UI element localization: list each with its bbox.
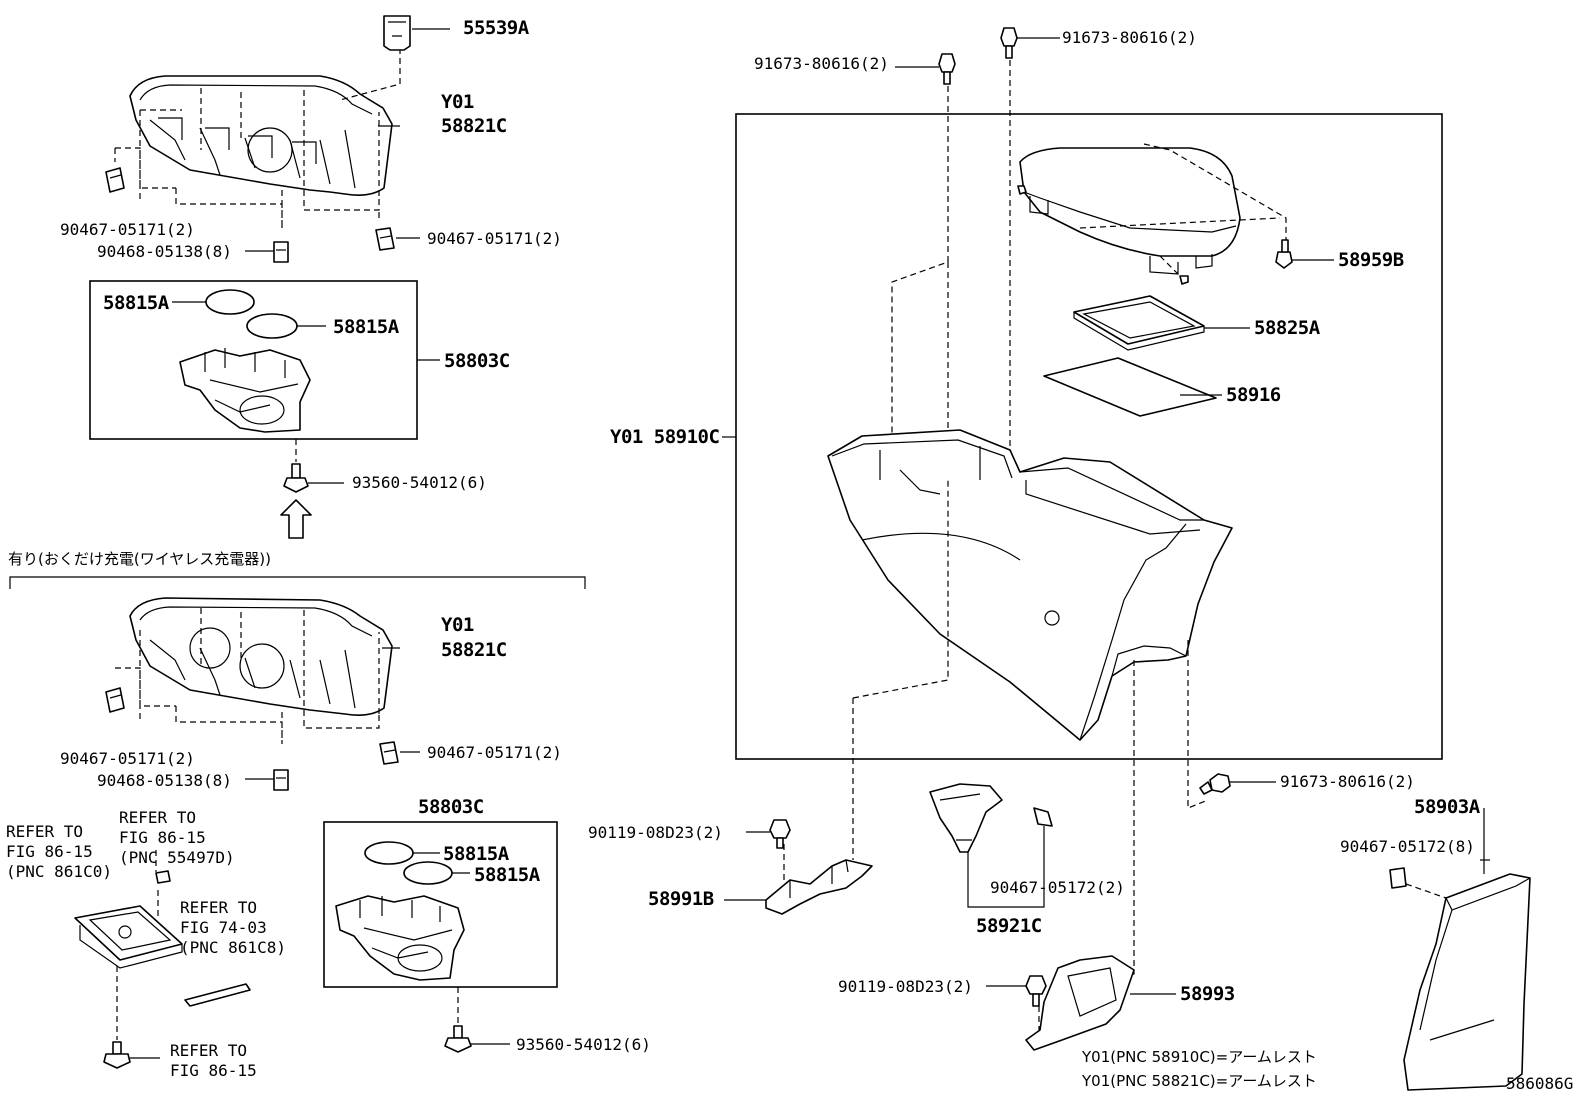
mat-58916 <box>1043 357 1217 417</box>
label-58803c-a: 58803C <box>444 350 510 372</box>
bracket-58921c <box>967 826 1045 908</box>
label-58825a: 58825A <box>1254 317 1320 339</box>
console-cover-panel-bottom <box>129 597 393 716</box>
label-note-58910c: Y01(PNC 58910C)=アームレスト <box>1082 1048 1317 1066</box>
ring-58815a-4 <box>403 861 453 885</box>
label-58993: 58993 <box>1180 983 1235 1005</box>
leaders-clips-bottom <box>245 751 420 780</box>
clip-90467-5172-8 <box>1389 867 1407 889</box>
lid-screw-b <box>1179 275 1189 285</box>
console-body-58910c <box>827 429 1233 741</box>
label-58815a-3: 58815A <box>443 843 509 865</box>
label-58959b: 58959B <box>1338 249 1404 271</box>
label-58916: 58916 <box>1226 384 1281 406</box>
clip-90467-bl <box>105 687 125 713</box>
panel-58921c <box>929 783 1003 853</box>
switch-55539a <box>383 15 411 51</box>
label-58815a-2: 58815A <box>333 316 399 338</box>
lid-screw-a <box>1017 185 1027 195</box>
label-55539a: 55539A <box>463 17 529 39</box>
label-58803c-b: 58803C <box>418 796 484 818</box>
bolt-90119-b <box>1025 975 1047 1007</box>
label-58821c-a: 58821C <box>441 115 507 137</box>
clip-90468-b <box>273 769 289 791</box>
side-panel-58903a <box>1403 873 1531 1091</box>
up-arrow-icon <box>280 499 312 539</box>
tray-58825a <box>1073 295 1205 351</box>
ring-58815a-1 <box>205 289 255 315</box>
armrest-lid <box>1019 147 1241 275</box>
bolt-91673-r <box>1000 27 1018 59</box>
label-93560-a: 93560-54012(6) <box>352 473 487 492</box>
label-y01-a: Y01 <box>441 91 474 113</box>
label-91673-b: 91673-80616(2) <box>1280 772 1415 791</box>
console-cover-panel-top <box>129 75 393 196</box>
label-90467-br: 90467-05171(2) <box>427 743 562 762</box>
label-note-58821c: Y01(PNC 58821C)=アームレスト <box>1082 1072 1317 1090</box>
screw-charger <box>103 1041 131 1069</box>
label-90119-a: 90119-08D23(2) <box>588 823 723 842</box>
label-refer-86-15-55497d: REFER TO FIG 86-15 (PNC 55497D) <box>119 808 235 867</box>
ring-58815a-2 <box>246 313 298 339</box>
label-90468-b: 90468-05138(8) <box>97 771 232 790</box>
leaders-58991b <box>783 480 949 880</box>
leaders-cover-bottom <box>115 608 380 744</box>
figure-id: 586086G <box>1506 1074 1574 1093</box>
label-91673-l: 91673-80616(2) <box>754 54 889 73</box>
leaders-lid <box>1079 143 1287 277</box>
cup-holder-58803c-bottom <box>335 895 465 981</box>
label-58815a-1: 58815A <box>103 292 169 314</box>
label-refer-86-15: REFER TO FIG 86-15 <box>170 1041 257 1080</box>
leader-55539a <box>339 48 401 101</box>
ring-58815a-3 <box>364 841 414 865</box>
clip-90467-tl <box>105 167 125 193</box>
leaders-charger <box>116 850 159 1040</box>
screw-58959b <box>1275 239 1293 269</box>
leader-clip-58903a <box>1405 883 1447 899</box>
label-58903a: 58903A <box>1414 796 1480 818</box>
bracket-58991b <box>765 859 873 915</box>
label-90119-b: 90119-08D23(2) <box>838 977 973 996</box>
leaders-cover-top <box>114 88 380 230</box>
label-90467-5172-2: 90467-05172(2) <box>990 878 1125 897</box>
kit-box-58803c-bottom <box>323 821 558 988</box>
label-58815a-4: 58815A <box>474 864 540 886</box>
label-90467-bl: 90467-05171(2) <box>60 749 195 768</box>
charger-pad <box>184 983 251 1007</box>
option-bracket <box>9 576 586 589</box>
bracket-58993 <box>1025 955 1135 1051</box>
label-90467-tl: 90467-05171(2) <box>60 220 195 239</box>
screw-93560-bottom <box>444 1025 472 1053</box>
bolt-90119-a <box>769 819 791 849</box>
leaders-clips-top <box>245 237 420 252</box>
label-58821c-b: 58821C <box>441 639 507 661</box>
clip-90467-tr <box>375 227 395 251</box>
label-91673-r: 91673-80616(2) <box>1062 28 1197 47</box>
bolt-91673-l <box>938 53 956 85</box>
cup-holder-58803c-top <box>179 348 311 433</box>
clip-90467-5172-2 <box>1033 807 1053 827</box>
label-90467-5172-8: 90467-05172(8) <box>1340 837 1475 856</box>
label-y01-b: Y01 <box>441 614 474 636</box>
charger-connector <box>155 870 171 884</box>
label-58991b: 58991B <box>648 888 714 910</box>
bolt-91673-b <box>1199 773 1231 795</box>
clip-90468-t <box>273 241 289 263</box>
leaders-rings-bottom <box>413 852 470 874</box>
clip-90467-br <box>379 741 399 765</box>
label-58910c: Y01 58910C <box>610 426 720 448</box>
wireless-charger <box>74 905 183 969</box>
label-refer-86-15-861c0: REFER TO FIG 86-15 (PNC 861C0) <box>6 822 112 881</box>
label-wireless-charger-option: 有り(おくだけ充電(ワイヤレス充電器)) <box>8 550 271 568</box>
label-90468-t: 90468-05138(8) <box>97 242 232 261</box>
screw-93560-top <box>283 463 309 493</box>
label-90467-tr: 90467-05171(2) <box>427 229 562 248</box>
label-58921c: 58921C <box>976 915 1042 937</box>
leaders-body-bottom <box>1109 640 1209 983</box>
label-93560-b: 93560-54012(6) <box>516 1035 651 1054</box>
leaders-rings-top <box>172 301 326 327</box>
label-refer-74-03-861c8: REFER TO FIG 74-03 (PNC 861C8) <box>180 898 286 957</box>
